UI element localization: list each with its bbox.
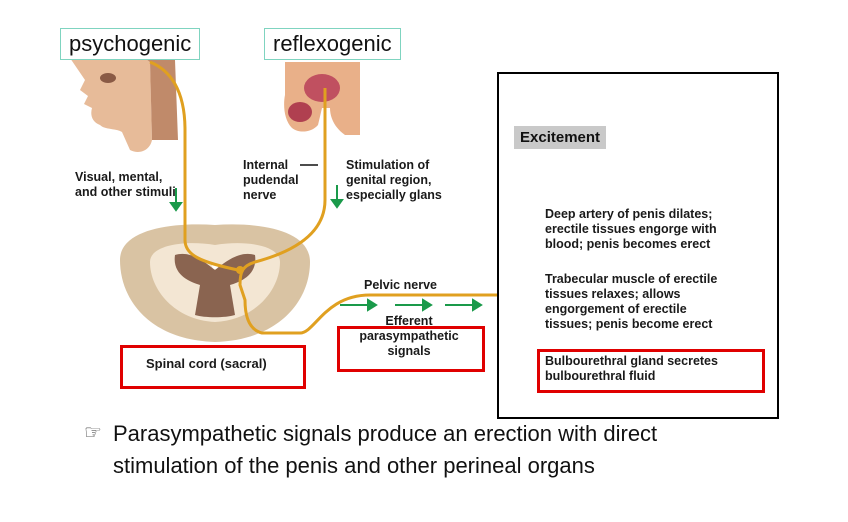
spinal-cord-label: Spinal cord (sacral): [146, 356, 267, 371]
pelvis-illustration: [284, 62, 360, 135]
spinal-cord-box: [120, 345, 306, 389]
effect-item-artery: Deep artery of penis dilates; erectile t…: [545, 207, 717, 251]
effect-item-bulbourethral: Bulbourethral gland secretes bulbourethr…: [545, 354, 718, 383]
efferent-signals-label: Efferent parasympathetic signals: [359, 314, 459, 358]
excitement-heading: Excitement: [514, 126, 607, 149]
head-illustration: [70, 45, 178, 152]
bulbourethral-box: [537, 349, 765, 393]
reflexogenic-label: reflexogenic: [264, 28, 401, 60]
arrow-icons: [169, 185, 483, 312]
visual-stimuli-label: Visual, mental, and other stimuli: [75, 170, 176, 199]
psychogenic-label: psychogenic: [60, 28, 201, 60]
bullet-text-line-1: Parasympathetic signals produce an erect…: [113, 421, 658, 446]
efferent-signals-box: [337, 326, 485, 372]
synapse-icon: [236, 266, 244, 274]
spinal-cord-section: [120, 224, 310, 342]
stimulation-label: Stimulation of genital region, especiall…: [346, 158, 442, 202]
internal-pudendal-label: Internal pudendal nerve: [243, 158, 299, 202]
bullet-text-line-2: stimulation of the penis and other perin…: [113, 453, 595, 478]
pelvic-nerve-label: Pelvic nerve: [364, 278, 437, 292]
effect-item-trabecular: Trabecular muscle of erectile tissues re…: [545, 272, 718, 331]
pointing-hand-icon: ☞: [84, 422, 102, 444]
